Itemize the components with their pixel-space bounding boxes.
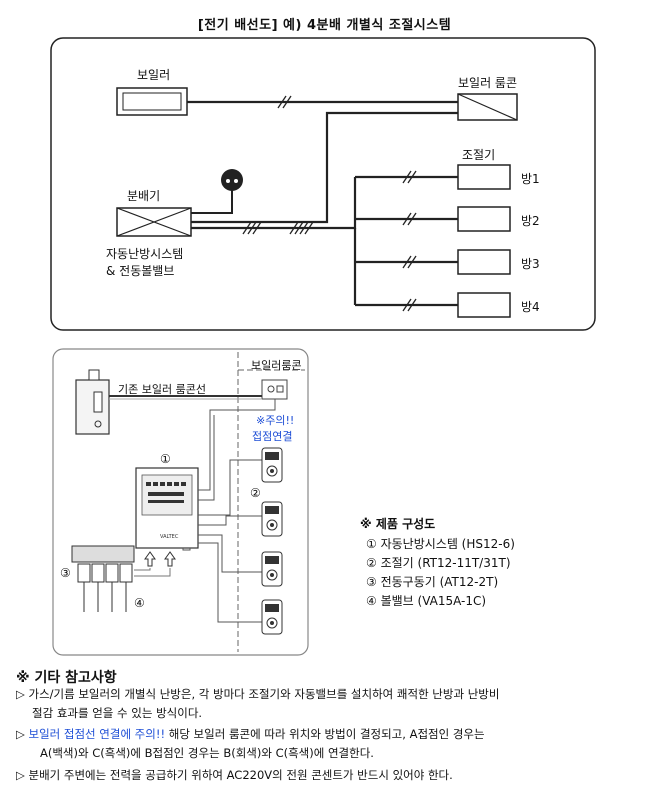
room-label: 방2: [521, 214, 540, 228]
controller-label: 조절기: [462, 148, 496, 162]
legend-item: ② 조절기 (RT12-11T/31T): [366, 556, 511, 570]
note-2-warning: 보일러 접점선 연결에 주의!!: [28, 727, 166, 741]
room-con-label: 보일러룸콘: [251, 359, 302, 372]
brand-text: VALTEC: [160, 534, 179, 540]
controller-unit: [261, 599, 283, 635]
legend-title: ※ 제품 구성도: [360, 517, 436, 531]
controller-unit: [261, 551, 283, 587]
note-2-cont: A(백색)와 C(흑색)에 B접점인 경우는 B(회색)와 C(흑색)에 연결한…: [40, 746, 374, 760]
existing-line-label: 기존 보일러 룸콘선: [118, 383, 206, 396]
room-label: 방4: [521, 300, 540, 314]
note-2: ▷ 보일러 접점선 연결에 주의!! 해당 보일러 룸콘에 따라 위치와 방법이…: [16, 727, 485, 741]
controller-box: [457, 164, 511, 190]
note-1: ▷ 가스/기름 보일러의 개별식 난방은, 각 방마다 조절기와 자동밸브를 설…: [16, 687, 500, 701]
boiler-box: [116, 87, 188, 116]
controller-box: [457, 206, 511, 232]
caution-label: ※주의!!: [256, 414, 295, 427]
controller-unit: [261, 501, 283, 537]
motor-valve-label: & 전동볼밸브: [106, 264, 175, 278]
arrow-up-icon: [144, 551, 156, 567]
room-con-label: 보일러 룸콘: [458, 76, 518, 90]
page-title: [전기 배선도] 예) 4분배 개별식 조절시스템: [197, 18, 452, 33]
controller-box: [457, 249, 511, 275]
note-1-cont: 절감 효과를 얻을 수 있는 방식이다.: [32, 706, 203, 720]
note-3: ▷ 분배기 주변에는 전력을 공급하기 위하여 AC220V의 전원 콘센트가 …: [16, 768, 453, 782]
wiring-diagram: [50, 37, 596, 331]
marker-1: ①: [160, 452, 171, 466]
legend-item: ③ 전동구동기 (AT12-2T): [366, 575, 499, 589]
controller-box: [457, 292, 511, 318]
actuator-unit: [77, 563, 133, 583]
marker-2: ②: [250, 486, 261, 500]
diagram-frame: [50, 37, 596, 331]
marker-4: ④: [134, 596, 145, 610]
auto-system-label: 자동난방시스템: [106, 247, 184, 261]
marker-3: ③: [60, 566, 71, 580]
controller-unit: [261, 447, 283, 483]
contact-connect-label: 접점연결: [252, 430, 293, 443]
room-bus-wire: [191, 177, 357, 230]
boiler-unit: [75, 379, 110, 435]
power-plug-icon: [221, 169, 243, 191]
wire-slash: [277, 95, 292, 109]
notes-title: ※ 기타 참고사항: [16, 670, 117, 686]
manifold: [71, 545, 135, 563]
legend-item: ① 자동난방시스템 (HS12-6): [366, 537, 515, 551]
room-label: 방1: [521, 172, 540, 186]
legend-item: ④ 볼밸브 (VA15A-1C): [366, 594, 487, 608]
installation-frame: [52, 348, 309, 656]
room-label: 방3: [521, 257, 540, 271]
installation-diagram: VALTEC: [52, 348, 309, 656]
arrow-up-icon: [164, 551, 176, 567]
roomcon-wire: [191, 111, 458, 224]
boiler-label: 보일러: [137, 68, 171, 82]
distributor-label: 분배기: [127, 189, 161, 203]
